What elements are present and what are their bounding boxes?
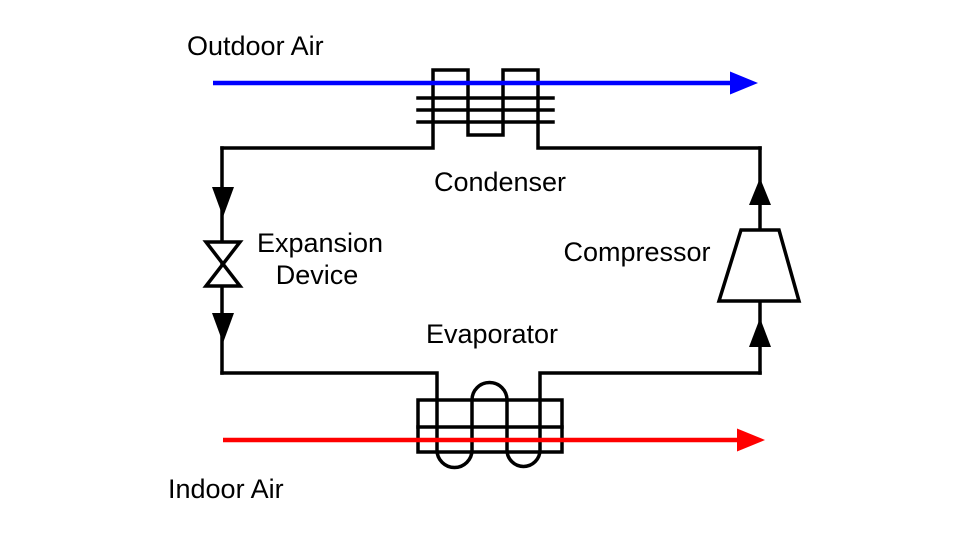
compressor-label: Compressor [563,237,710,267]
indoor-air-label: Indoor Air [168,474,284,504]
outdoor-air-arrowhead-icon [730,71,758,95]
compressor-symbol [716,228,802,303]
evaporator-fins [416,398,564,454]
bottom-pipe-evaporator-coil [220,371,762,470]
expansion-device-label-line2: Device [276,260,359,290]
condenser-label: Condenser [434,167,566,197]
flow-down-arrowhead-icon [212,313,234,343]
indoor-air-arrowhead-icon [737,428,765,452]
refrigerant-flow-arrowheads [212,178,771,347]
flow-up-arrowhead-icon [749,318,771,347]
expansion-device-label-line1: Expansion [257,228,383,258]
outdoor-air-arrow [213,71,758,95]
flow-up-arrowhead-icon [749,178,771,205]
indoor-air-arrow [223,428,765,452]
outdoor-air-label: Outdoor Air [187,31,324,61]
flow-down-arrowhead-icon [212,187,234,217]
evaporator-label: Evaporator [426,319,558,349]
expansion-valve-symbol [202,240,244,288]
condenser-fins [416,96,555,124]
